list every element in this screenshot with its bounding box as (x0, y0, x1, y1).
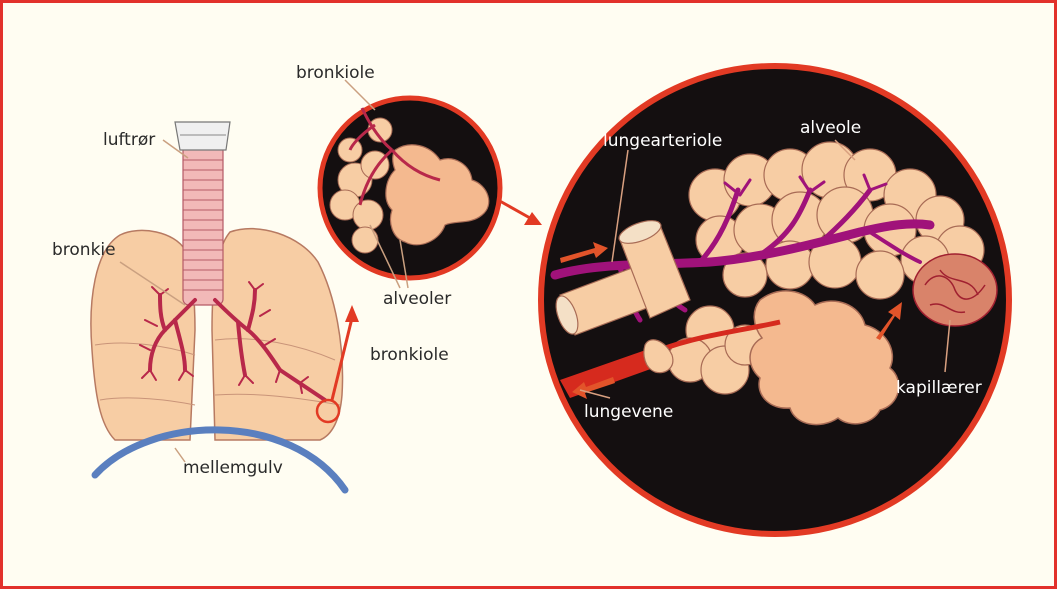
label-bronkie: bronkie (52, 240, 116, 260)
label-kapillaerer: kapillærer (896, 378, 982, 398)
label-bronkiole-top: bronkiole (296, 63, 375, 83)
label-lungevene: lungevene (584, 402, 673, 422)
label-lungearteriole: lungearteriole (603, 131, 722, 151)
label-alveoler: alveoler (383, 289, 451, 309)
label-alveole: alveole (800, 118, 861, 138)
larynx (175, 122, 230, 150)
label-bronkiole-mid: bronkiole (370, 345, 449, 365)
label-luftror: luftrør (103, 130, 155, 150)
label-mellemgulv: mellemgulv (183, 458, 283, 478)
bronchiole-zoom-circle (320, 98, 500, 278)
trachea (183, 145, 223, 305)
capillary-network (913, 254, 997, 326)
